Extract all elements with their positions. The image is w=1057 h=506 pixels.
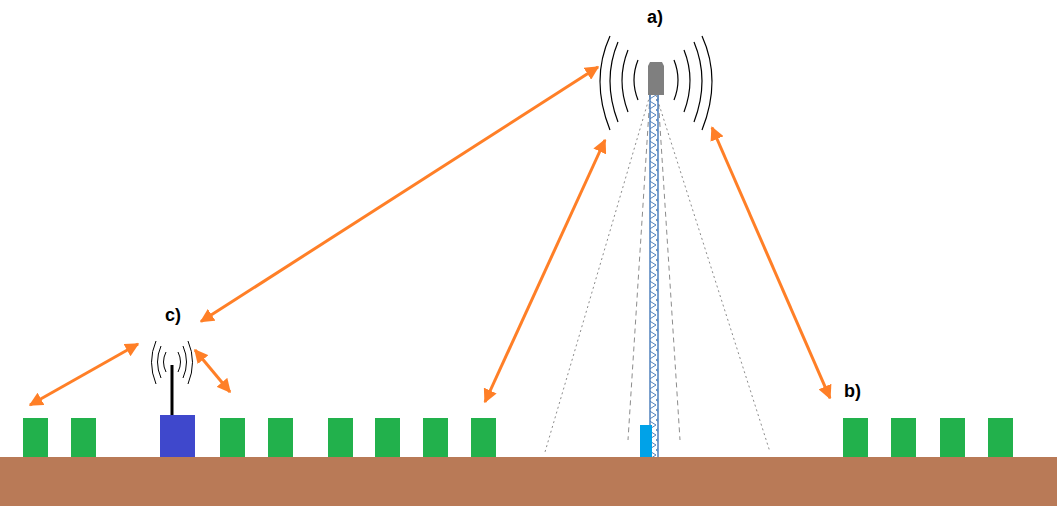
tower-leg [657, 95, 659, 457]
antenna-site: c) [145, 302, 201, 330]
radio-waves [152, 341, 193, 384]
radio-waves [600, 36, 712, 130]
antenna-head [648, 62, 664, 95]
equipment-cabinet [640, 425, 652, 457]
callout-label: a) [647, 8, 663, 28]
callout-label: b) [844, 382, 861, 402]
signal-arrow [712, 127, 830, 398]
house-group: b) [830, 378, 890, 408]
houses [23, 418, 1013, 457]
small-antenna [171, 365, 174, 415]
callout-label: c) [165, 306, 181, 326]
antenna-site: a) [598, 4, 712, 130]
link-arrows [30, 140, 605, 405]
ground [0, 457, 1057, 506]
tower-lattice [650, 95, 658, 457]
signal-arrow [201, 67, 598, 322]
base-unit [160, 415, 195, 457]
tower-leg [649, 95, 651, 457]
